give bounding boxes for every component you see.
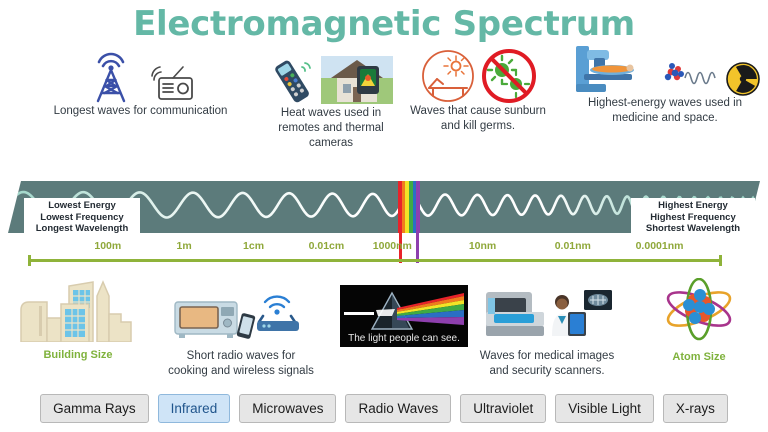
spectrum-button-x-rays[interactable]: X-rays [662,393,728,423]
xray-gamma-caption: Highest-energy waves used in medicine an… [587,97,743,124]
axis-cap-right [719,255,722,266]
smartphone-icon [236,313,256,339]
top-section-radio: Longest waves for communication [38,48,243,119]
visible-violet-boundary-line [416,181,419,263]
prism-rainbow-photo: The light people can see. [340,285,468,347]
infrared-icon-group [266,50,396,106]
axis-tick-5: 10nm [468,240,497,252]
medical-scanner-icon [576,46,634,92]
microwave-icon-group [174,295,299,339]
wifi-router-icon [257,295,299,331]
axis-tick-7: 0.0001nm [635,240,684,252]
low-energy-line3: Longest Wavelength [35,223,129,234]
infrared-caption: Heat waves used in remotes and thermal c… [278,107,384,149]
building-size-label: Building Size [43,349,113,361]
low-energy-line2: Lowest Frequency [40,211,124,223]
axis-tick-1: 1m [176,240,192,252]
microwave-oven-icon [174,301,238,338]
bottom-section-visible: The light people can see. [338,285,470,347]
sunbathing-icon [422,50,474,102]
radio-tower-icon [96,52,125,103]
radio-caption: Longest waves for communication [53,105,228,117]
bottom-section-building: Building Size [8,280,148,361]
page-title: Electromagnetic Spectrum [133,4,635,44]
xray-film-icon [584,290,612,310]
axis-tick-2: 1cm [243,240,265,252]
spectrum-button-gamma-rays[interactable]: Gamma Rays [40,393,149,423]
radio-receiver-icon [150,66,193,100]
axis-tick-0: 100m [94,240,122,252]
high-energy-line3: Shortest Wavelength [645,223,741,234]
spectrum-button-microwaves[interactable]: Microwaves [239,393,337,423]
atom-icon [666,277,732,341]
axis-cap-left [28,255,31,266]
uv-caption: Waves that cause sunburn and kill germs. [410,105,546,132]
no-germs-icon [482,49,536,103]
atom-size-label: Atom Size [672,351,726,363]
spectrum-button-infrared[interactable]: Infrared [157,393,231,423]
tv-remote-icon [275,60,311,103]
xray-gamma-icon-group [565,40,765,96]
radio-icon-group [38,48,243,104]
spectrum-button-radio-waves[interactable]: Radio Waves [345,393,452,423]
high-energy-line2: Highest Frequency [650,211,736,223]
microwave-caption: Short radio waves for cooking and wirele… [168,350,314,377]
spectrum-button-visible-light[interactable]: Visible Light [555,393,654,423]
bottom-section-microwave: Short radio waves for cooking and wirele… [168,288,314,379]
uv-icon-group [405,48,551,104]
visible-red-boundary-line [399,181,402,263]
spectrum-button-bar: Gamma Rays Infrared Microwaves Radio Waves U… [0,388,768,428]
low-energy-line1: Lowest Energy [48,200,116,211]
doctor-tablet-icon [552,295,586,336]
axis-tick-4: 1000nm [372,240,412,252]
top-section-xray-gamma: Highest-energy waves used in medicine an… [565,40,765,126]
ct-scanner-icon [486,292,544,336]
radiation-hazard-icon [726,62,760,96]
bottom-section-xray: Waves for medical images and security sc… [478,286,616,379]
xray-icon-group [486,290,612,336]
axis-tick-6: 0.01nm [554,240,591,252]
axis-tick-3: 0.01cm [308,240,345,252]
top-section-infrared: Heat waves used in remotes and thermal c… [266,50,396,151]
wavelength-axis [28,255,722,266]
spectrum-button-ultraviolet[interactable]: Ultraviolet [460,393,547,423]
atom-wave-icon [664,63,716,85]
low-energy-label: Lowest Energy Lowest Frequency Longest W… [24,198,140,237]
top-section-ultraviolet: Waves that cause sunburn and kill germs. [405,48,551,134]
thermal-camera-house-photo [321,56,393,104]
high-energy-label: Highest Energy Highest Frequency Shortes… [631,198,755,237]
visible-caption: The light people can see. [348,333,460,344]
xray-caption: Waves for medical images and security sc… [479,350,615,377]
city-buildings-icon [20,280,132,343]
bottom-section-atom: Atom Size [634,277,764,363]
high-energy-line1: Highest Energy [658,200,728,211]
